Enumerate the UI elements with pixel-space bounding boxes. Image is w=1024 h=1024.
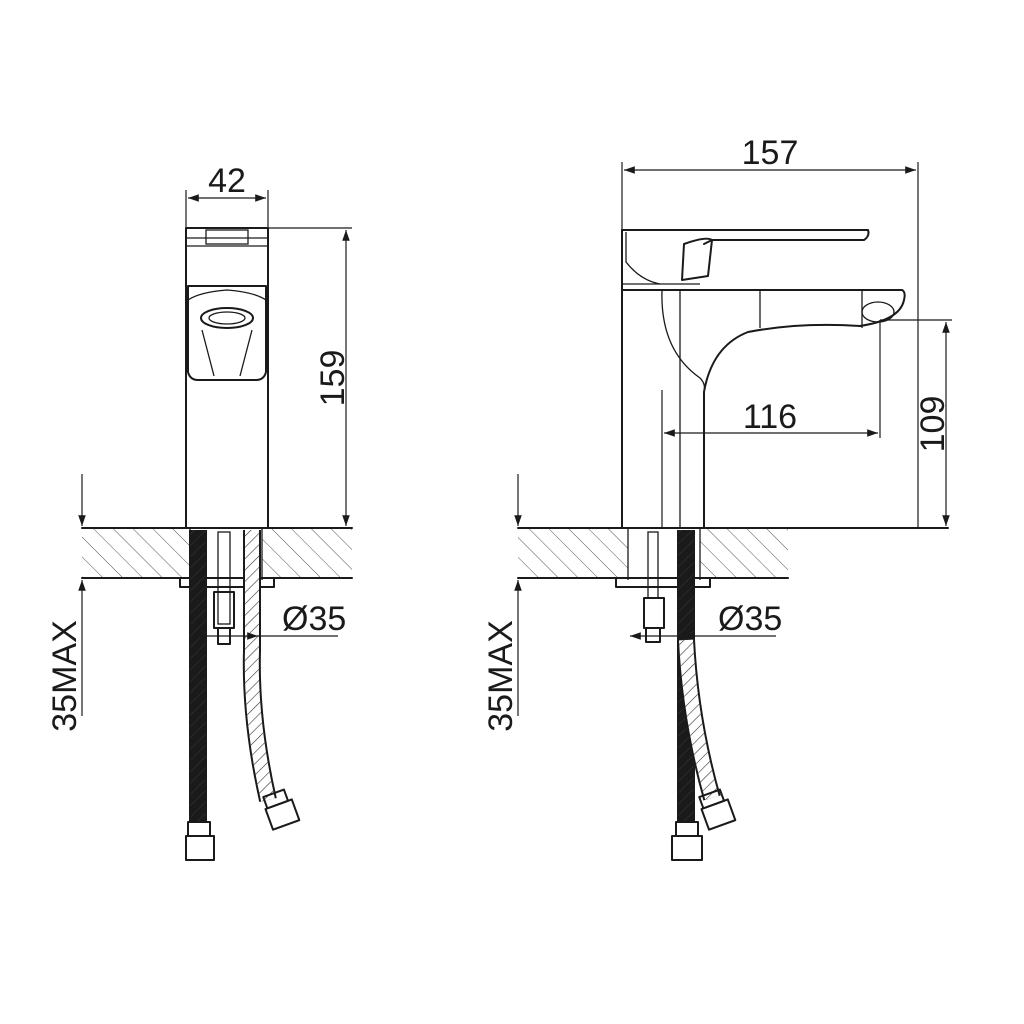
side-counter-label: 35MAX xyxy=(482,620,520,732)
front-faucet-body xyxy=(185,227,269,529)
front-counter-label: 35MAX xyxy=(46,620,84,732)
front-counter-dimension: 35MAX xyxy=(46,474,86,732)
side-hole-dimension: Ø35 xyxy=(630,600,782,640)
front-countertop xyxy=(81,527,353,580)
side-view: 157 116 109 Ø35 35MAX xyxy=(482,134,952,861)
side-countertop xyxy=(517,527,949,580)
front-view: 42 159 Ø35 35MAX xyxy=(46,162,353,861)
front-hole-label: Ø35 xyxy=(282,600,346,638)
side-reach-dimension: 116 xyxy=(661,320,881,528)
front-width-dimension: 42 xyxy=(185,162,269,228)
side-reach-label: 116 xyxy=(743,398,797,436)
front-hole-dimension: Ø35 xyxy=(196,600,346,640)
side-faucet-body xyxy=(621,229,906,529)
side-mounting-hardware xyxy=(615,531,711,643)
side-spout-height-label: 109 xyxy=(914,396,952,453)
front-height-label: 159 xyxy=(314,350,352,407)
side-hole-label: Ø35 xyxy=(718,600,782,638)
front-height-dimension: 159 xyxy=(268,227,352,526)
side-length-label: 157 xyxy=(742,134,799,172)
side-counter-dimension: 35MAX xyxy=(482,474,522,732)
side-hoses xyxy=(671,530,737,861)
front-width-label: 42 xyxy=(208,162,246,200)
front-hoses xyxy=(185,530,301,861)
side-length-dimension: 157 xyxy=(621,134,919,528)
side-spout-height-dimension: 109 xyxy=(880,319,952,526)
